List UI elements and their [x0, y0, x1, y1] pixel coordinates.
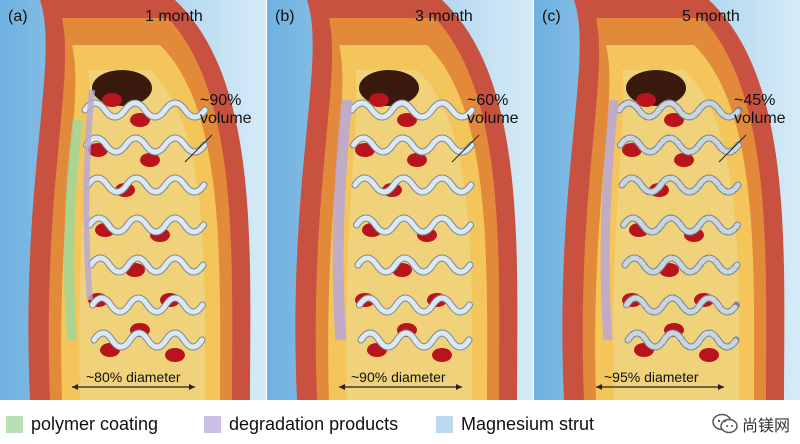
- wechat-icon: [712, 413, 738, 434]
- stent-strut: [90, 295, 205, 315]
- red-blood-cell: [699, 348, 719, 362]
- legend-label: Magnesium strut: [461, 414, 595, 434]
- panel-label: (a): [8, 8, 28, 25]
- stent-strut: [355, 255, 473, 275]
- volume-value: ~90%: [200, 92, 242, 109]
- stent-strut: [618, 135, 741, 155]
- diameter-label: ~90% diameter: [351, 369, 446, 385]
- red-blood-cell: [369, 93, 389, 107]
- volume-leader-line: [184, 134, 213, 163]
- stent-strut: [624, 295, 739, 315]
- stent-strut: [82, 100, 208, 120]
- stent-strut: [85, 175, 207, 195]
- arrow-head-left: [596, 384, 602, 390]
- stent-strut: [352, 175, 474, 195]
- stent-strut: [358, 330, 472, 350]
- legend: polymer coating degradation products Mag…: [0, 404, 800, 444]
- volume-value: ~60%: [467, 92, 509, 109]
- volume-leader-line: [718, 134, 747, 163]
- diameter-label: ~95% diameter: [604, 369, 699, 385]
- lumen-opening: [359, 70, 419, 106]
- panel-time: 1 month: [145, 8, 203, 25]
- degradation-products: [83, 89, 95, 301]
- red-blood-cell: [130, 113, 150, 127]
- vessel-illustration-c: [534, 0, 800, 400]
- degradation-products: [332, 99, 353, 341]
- arrow-head-right: [718, 384, 724, 390]
- arrow-head-right: [456, 384, 462, 390]
- volume-leader-line: [451, 134, 480, 163]
- volume-word: volume: [200, 110, 252, 127]
- lumen-opening: [626, 70, 686, 106]
- volume-word: volume: [467, 110, 519, 127]
- legend-item-degradation: degradation products: [204, 414, 398, 435]
- red-blood-cell: [664, 113, 684, 127]
- legend-label: degradation products: [229, 414, 399, 434]
- arrow-head-right: [189, 384, 195, 390]
- red-blood-cell: [165, 348, 185, 362]
- degradation-products: [600, 99, 619, 341]
- stent-strut: [84, 135, 207, 155]
- legend-item-polymer: polymer coating: [6, 414, 158, 435]
- volume-annotation: ~45% volume: [734, 92, 786, 128]
- vessel-illustration-b: [267, 0, 533, 400]
- red-blood-cell: [397, 113, 417, 127]
- lumen-opening: [92, 70, 152, 106]
- red-blood-cell: [140, 153, 160, 167]
- swatch-magnesium: [436, 416, 453, 433]
- panel-label: (b): [275, 8, 295, 25]
- volume-word: volume: [734, 110, 786, 127]
- volume-annotation: ~60% volume: [467, 92, 519, 128]
- arrow-head-left: [72, 384, 78, 390]
- panel-b: (b) 3 month ~60% volume ~90% diameter: [267, 0, 533, 400]
- legend-item-magnesium: Magnesium strut: [436, 414, 594, 435]
- stent-strut: [622, 255, 740, 275]
- red-blood-cell: [636, 93, 656, 107]
- stent-strut: [616, 100, 742, 120]
- watermark-text: 尚镁网: [741, 418, 790, 435]
- panel-label: (c): [542, 8, 561, 25]
- stent-strut: [621, 215, 740, 235]
- polymer-coating: [64, 119, 83, 341]
- stent-strut: [87, 215, 206, 235]
- swatch-degradation: [204, 416, 221, 433]
- legend-label: polymer coating: [31, 414, 159, 434]
- stent-strut: [619, 175, 741, 195]
- stent-strut: [351, 135, 474, 155]
- panel-a: (a) 1 month ~90% volume ~80% diameter: [0, 0, 266, 400]
- red-blood-cell: [432, 348, 452, 362]
- volume-value: ~45%: [734, 92, 776, 109]
- stent-strut: [91, 330, 205, 350]
- vessel-illustration-a: [0, 0, 266, 400]
- stent-strut: [354, 215, 473, 235]
- panel-c: (c) 5 month ~45% volume ~95% diameter: [534, 0, 800, 400]
- arrow-head-left: [339, 384, 345, 390]
- panel-time: 5 month: [682, 8, 740, 25]
- diameter-label: ~80% diameter: [86, 369, 181, 385]
- figure-stage: (a) 1 month ~90% volume ~80% diameter (b…: [0, 0, 800, 400]
- red-blood-cell: [102, 93, 122, 107]
- panel-time: 3 month: [415, 8, 473, 25]
- volume-annotation: ~90% volume: [200, 92, 252, 128]
- stent-strut: [88, 255, 206, 275]
- stent-strut: [625, 330, 739, 350]
- red-blood-cell: [674, 153, 694, 167]
- stent-strut: [357, 295, 472, 315]
- stent-strut: [349, 100, 475, 120]
- swatch-polymer: [6, 416, 23, 433]
- red-blood-cell: [407, 153, 427, 167]
- watermark: 尚镁网: [712, 412, 790, 436]
